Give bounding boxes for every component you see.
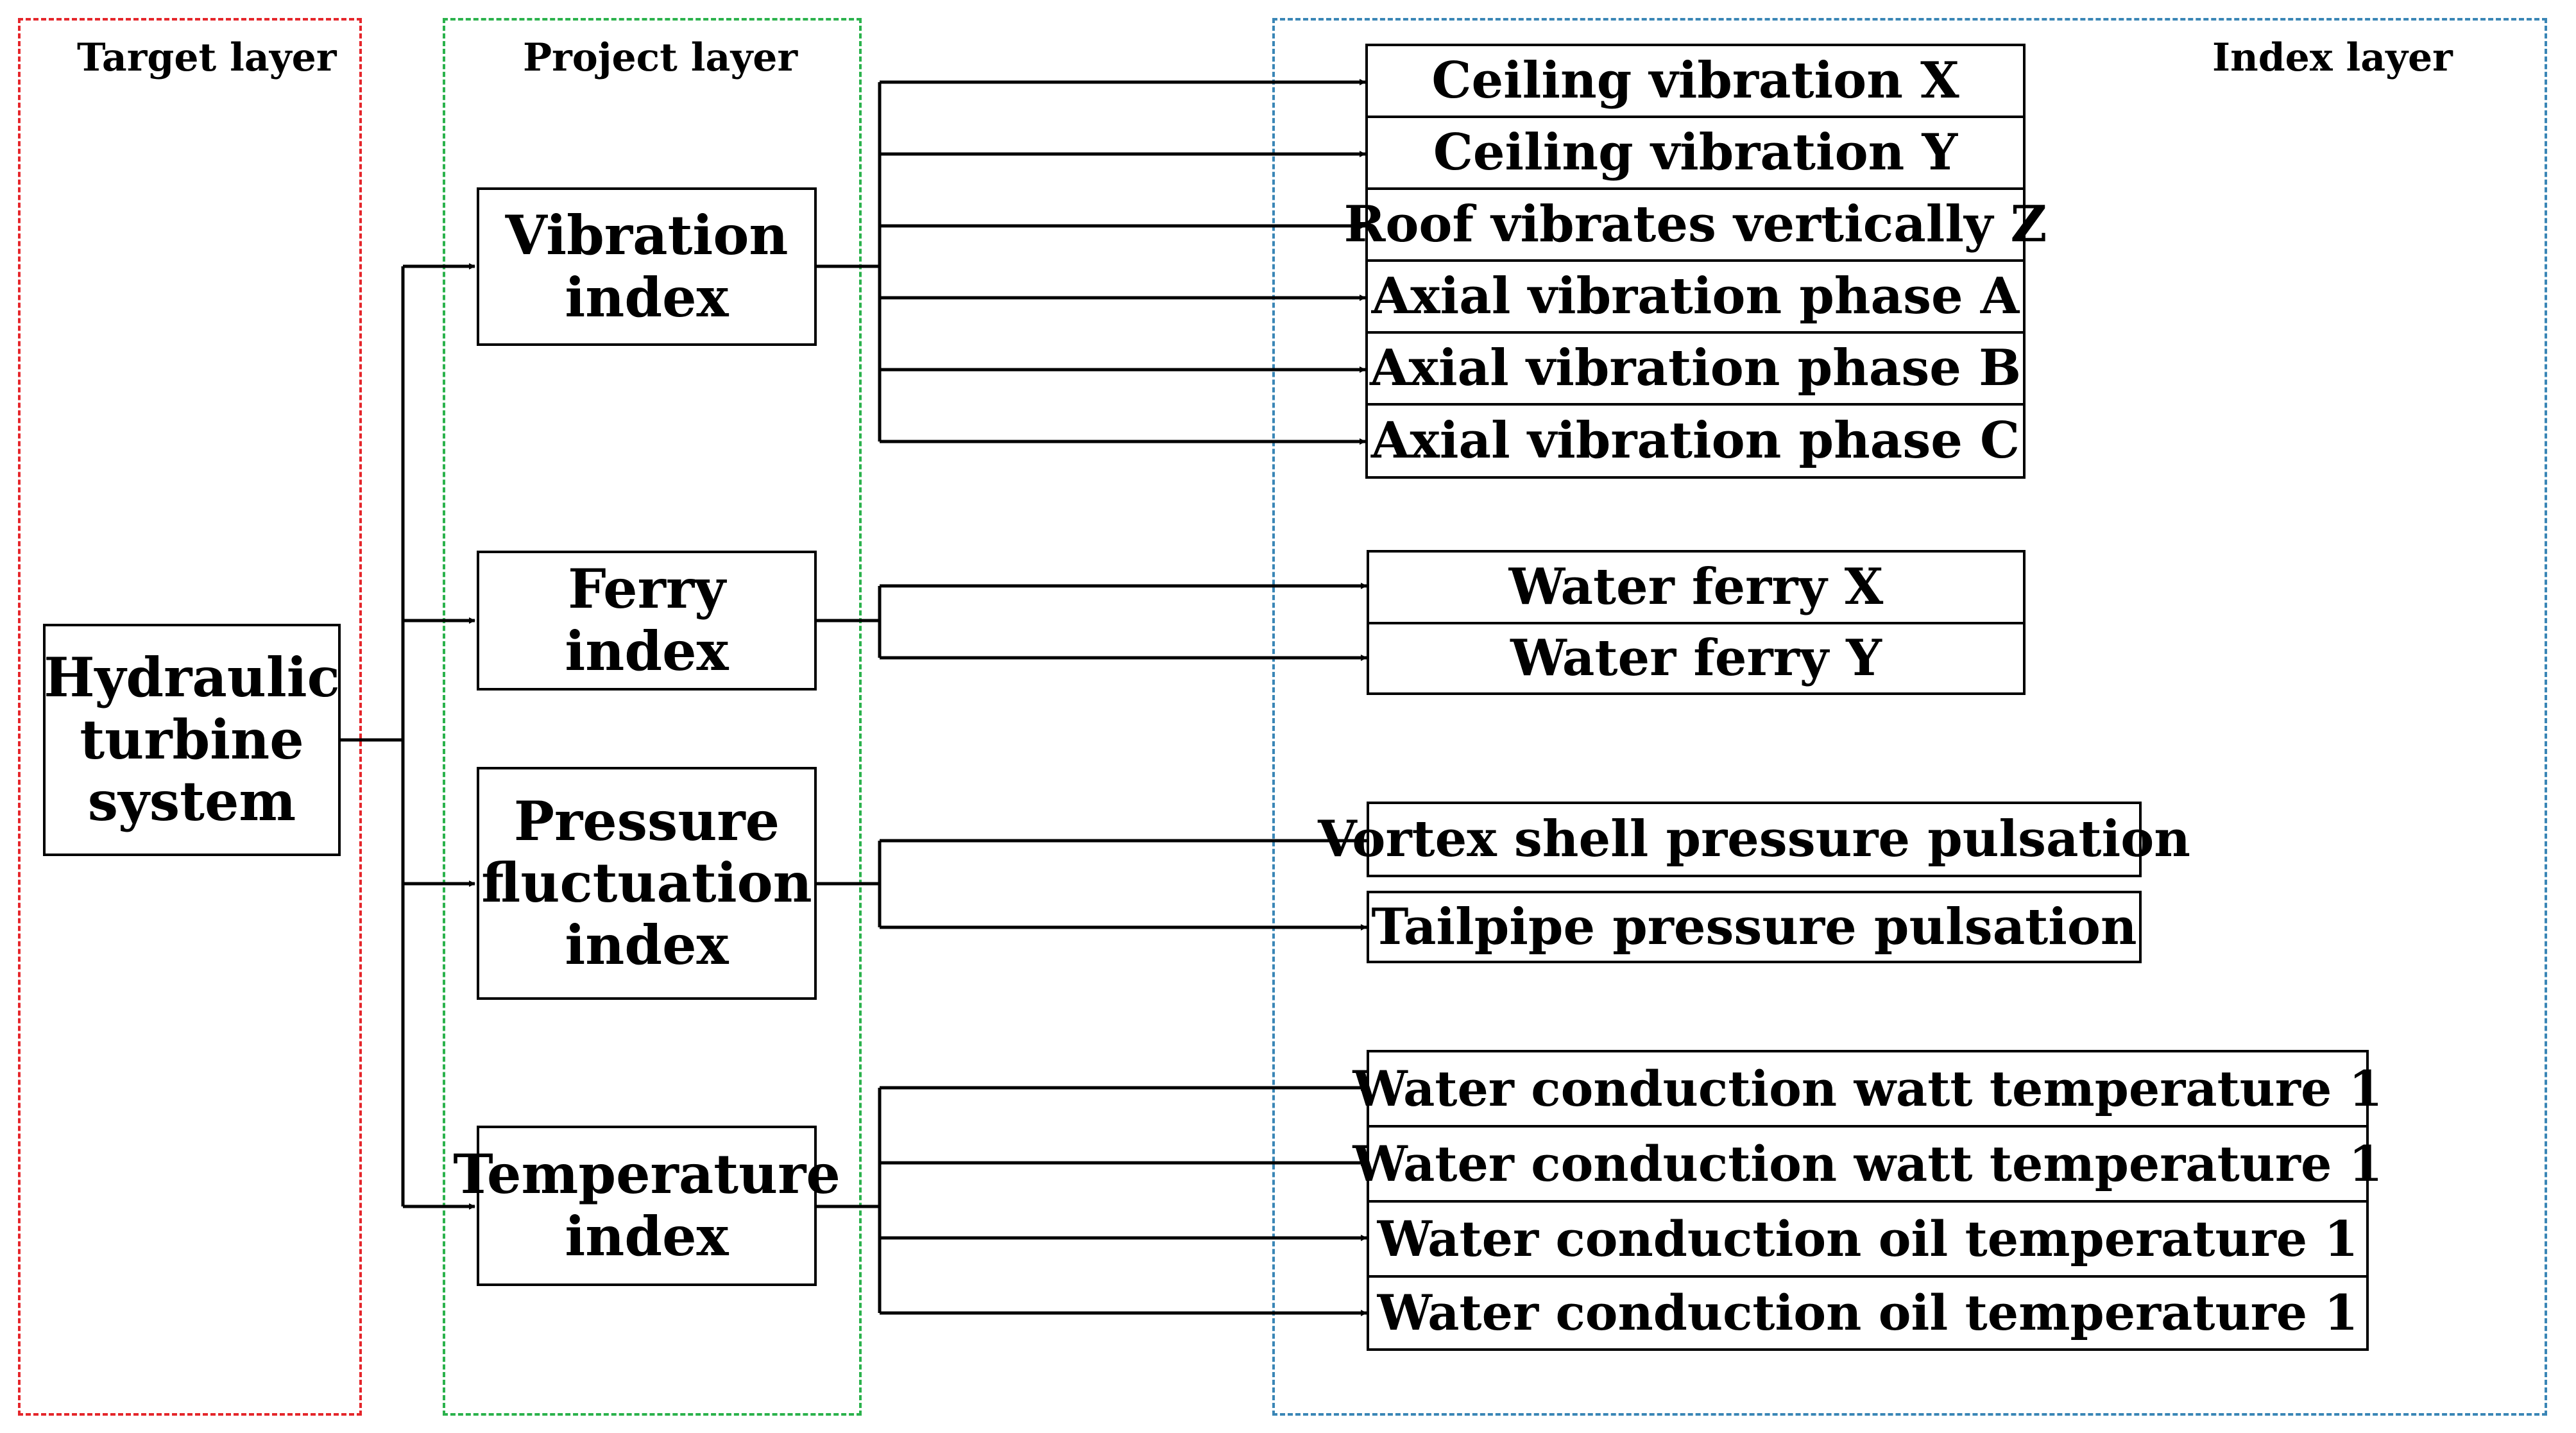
index-node-axial-phase-a: Axial vibration phase A <box>1365 259 2026 334</box>
index-node-roof-vertical-z: Roof vibrates vertically Z <box>1344 187 2047 262</box>
index-node-ceiling-vibration-y: Ceiling vibration Y <box>1365 116 2026 190</box>
index-node-label: Water conduction oil temperature 1 <box>1377 1210 2358 1267</box>
index-node-tailpipe-pressure: Tailpipe pressure pulsation <box>1367 891 2142 963</box>
target-node-label: Hydraulic turbine system <box>44 646 340 834</box>
index-node-label: Roof vibrates vertically Z <box>1343 195 2047 254</box>
index-node-label: Water ferry Y <box>1510 629 1882 688</box>
index-layer-frame <box>1272 18 2547 1416</box>
index-node-label: Axial vibration phase C <box>1370 411 2020 470</box>
index-node-axial-phase-c: Axial vibration phase C <box>1365 403 2026 479</box>
index-node-water-ferry-x: Water ferry X <box>1367 550 2026 624</box>
index-node-vortex-shell-pressure: Vortex shell pressure pulsation <box>1318 802 2190 877</box>
project-node-vibration: Vibration index <box>477 187 817 346</box>
project-node-pressure: Pressure fluctuation index <box>477 767 817 1000</box>
index-node-water-ferry-y: Water ferry Y <box>1367 622 2026 695</box>
index-node-ceiling-vibration-x: Ceiling vibration X <box>1365 44 2026 118</box>
index-node-label: Water ferry X <box>1508 558 1884 617</box>
index-node-label: Ceiling vibration X <box>1431 51 1959 110</box>
target-layer-frame <box>18 18 362 1416</box>
index-node-label: Vortex shell pressure pulsation <box>1318 810 2190 869</box>
index-node-oil-temperature-1b: Water conduction oil temperature 1 <box>1367 1275 2369 1351</box>
project-node-temperature: Temperature index <box>453 1126 840 1286</box>
index-node-oil-temperature-1a: Water conduction oil temperature 1 <box>1367 1200 2369 1278</box>
project-node-label: Vibration index <box>505 203 789 329</box>
index-node-axial-phase-b: Axial vibration phase B <box>1365 331 2026 406</box>
target-node: Hydraulic turbine system <box>43 624 341 856</box>
project-node-label: Ferry index <box>565 557 729 683</box>
index-node-label: Ceiling vibration Y <box>1433 123 1958 182</box>
index-node-label: Water conduction oil temperature 1 <box>1377 1284 2358 1342</box>
index-layer-title: Index layer <box>2212 35 2453 80</box>
project-node-label: Pressure fluctuation index <box>481 789 812 977</box>
project-node-ferry: Ferry index <box>477 551 817 691</box>
index-node-label: Tailpipe pressure pulsation <box>1371 897 2137 956</box>
index-node-label: Axial vibration phase A <box>1371 267 2020 326</box>
target-layer-title: Target layer <box>77 35 337 80</box>
index-node-label: Water conduction watt temperature 1 <box>1352 1060 2383 1117</box>
index-node-watt-temperature-1b: Water conduction watt temperature 1 <box>1352 1125 2383 1203</box>
project-layer-frame <box>443 18 862 1416</box>
index-node-label: Water conduction watt temperature 1 <box>1352 1135 2383 1192</box>
index-node-watt-temperature-1a: Water conduction watt temperature 1 <box>1352 1050 2383 1128</box>
project-node-label: Temperature index <box>453 1142 840 1268</box>
index-node-label: Axial vibration phase B <box>1369 339 2022 398</box>
project-layer-title: Project layer <box>523 35 798 80</box>
